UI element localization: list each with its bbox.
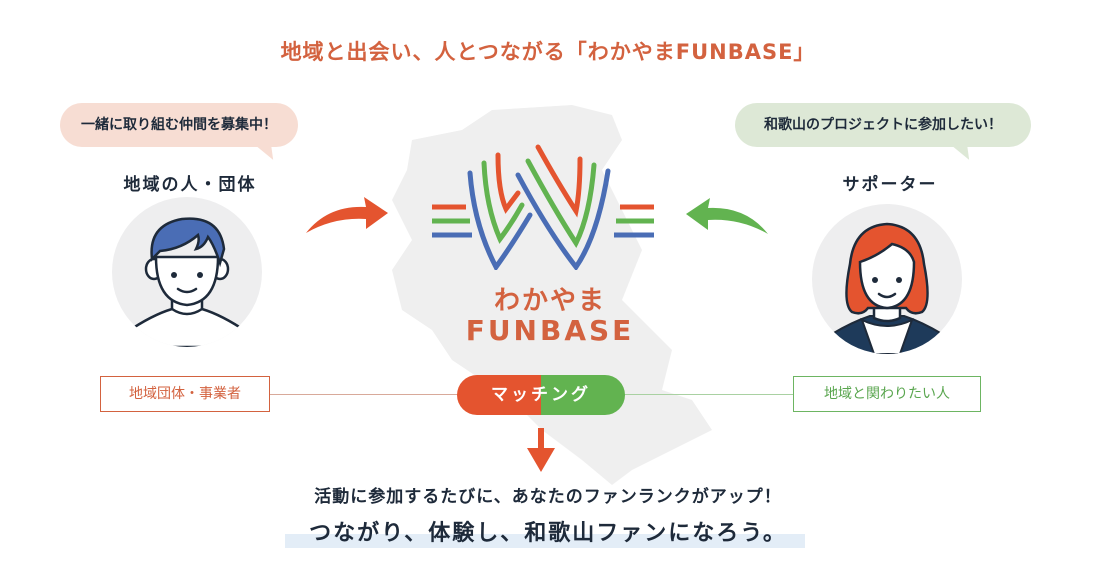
page-title: 地域と出会い、人とつながる「わかやまFUNBASE」 xyxy=(280,40,816,64)
male-person-icon xyxy=(125,217,249,347)
female-person-icon xyxy=(825,222,949,354)
female-avatar xyxy=(812,204,962,354)
matching-pill xyxy=(457,375,625,415)
logo-text-funbase: FUNBASE xyxy=(465,314,635,347)
fan-rank-message: 活動に参加するたびに、あなたのファンランクがアップ！ xyxy=(314,487,782,507)
people-interested-tag: 地域と関わりたい人 xyxy=(793,376,981,412)
text-highlight-bar xyxy=(285,534,805,548)
connector-line-left xyxy=(269,394,459,395)
curved-arrow-right-icon xyxy=(306,197,388,233)
speech-bubble-right: 和歌山のプロジェクトに参加したい！ xyxy=(735,103,1031,147)
supporter-label: サポーター xyxy=(842,175,938,195)
logo-text-wakayama: わかやま xyxy=(493,286,606,316)
local-organization-tag: 地域団体・事業者 xyxy=(100,376,270,412)
local-people-label: 地域の人・団体 xyxy=(123,175,257,195)
speech-bubble-left: 一緒に取り組む仲間を募集中！ xyxy=(60,103,298,147)
male-avatar xyxy=(112,197,262,347)
funbase-w-logo xyxy=(432,144,654,270)
become-fan-message: つながり、体験し、和歌山ファンになろう。 xyxy=(309,521,787,546)
matching-pill-right-half xyxy=(541,375,625,415)
down-arrow-icon xyxy=(527,428,555,472)
connector-line-right xyxy=(620,394,794,395)
matching-label: マッチング xyxy=(491,385,591,405)
matching-pill-left-half xyxy=(457,375,541,415)
curved-arrow-left-icon xyxy=(686,198,768,234)
